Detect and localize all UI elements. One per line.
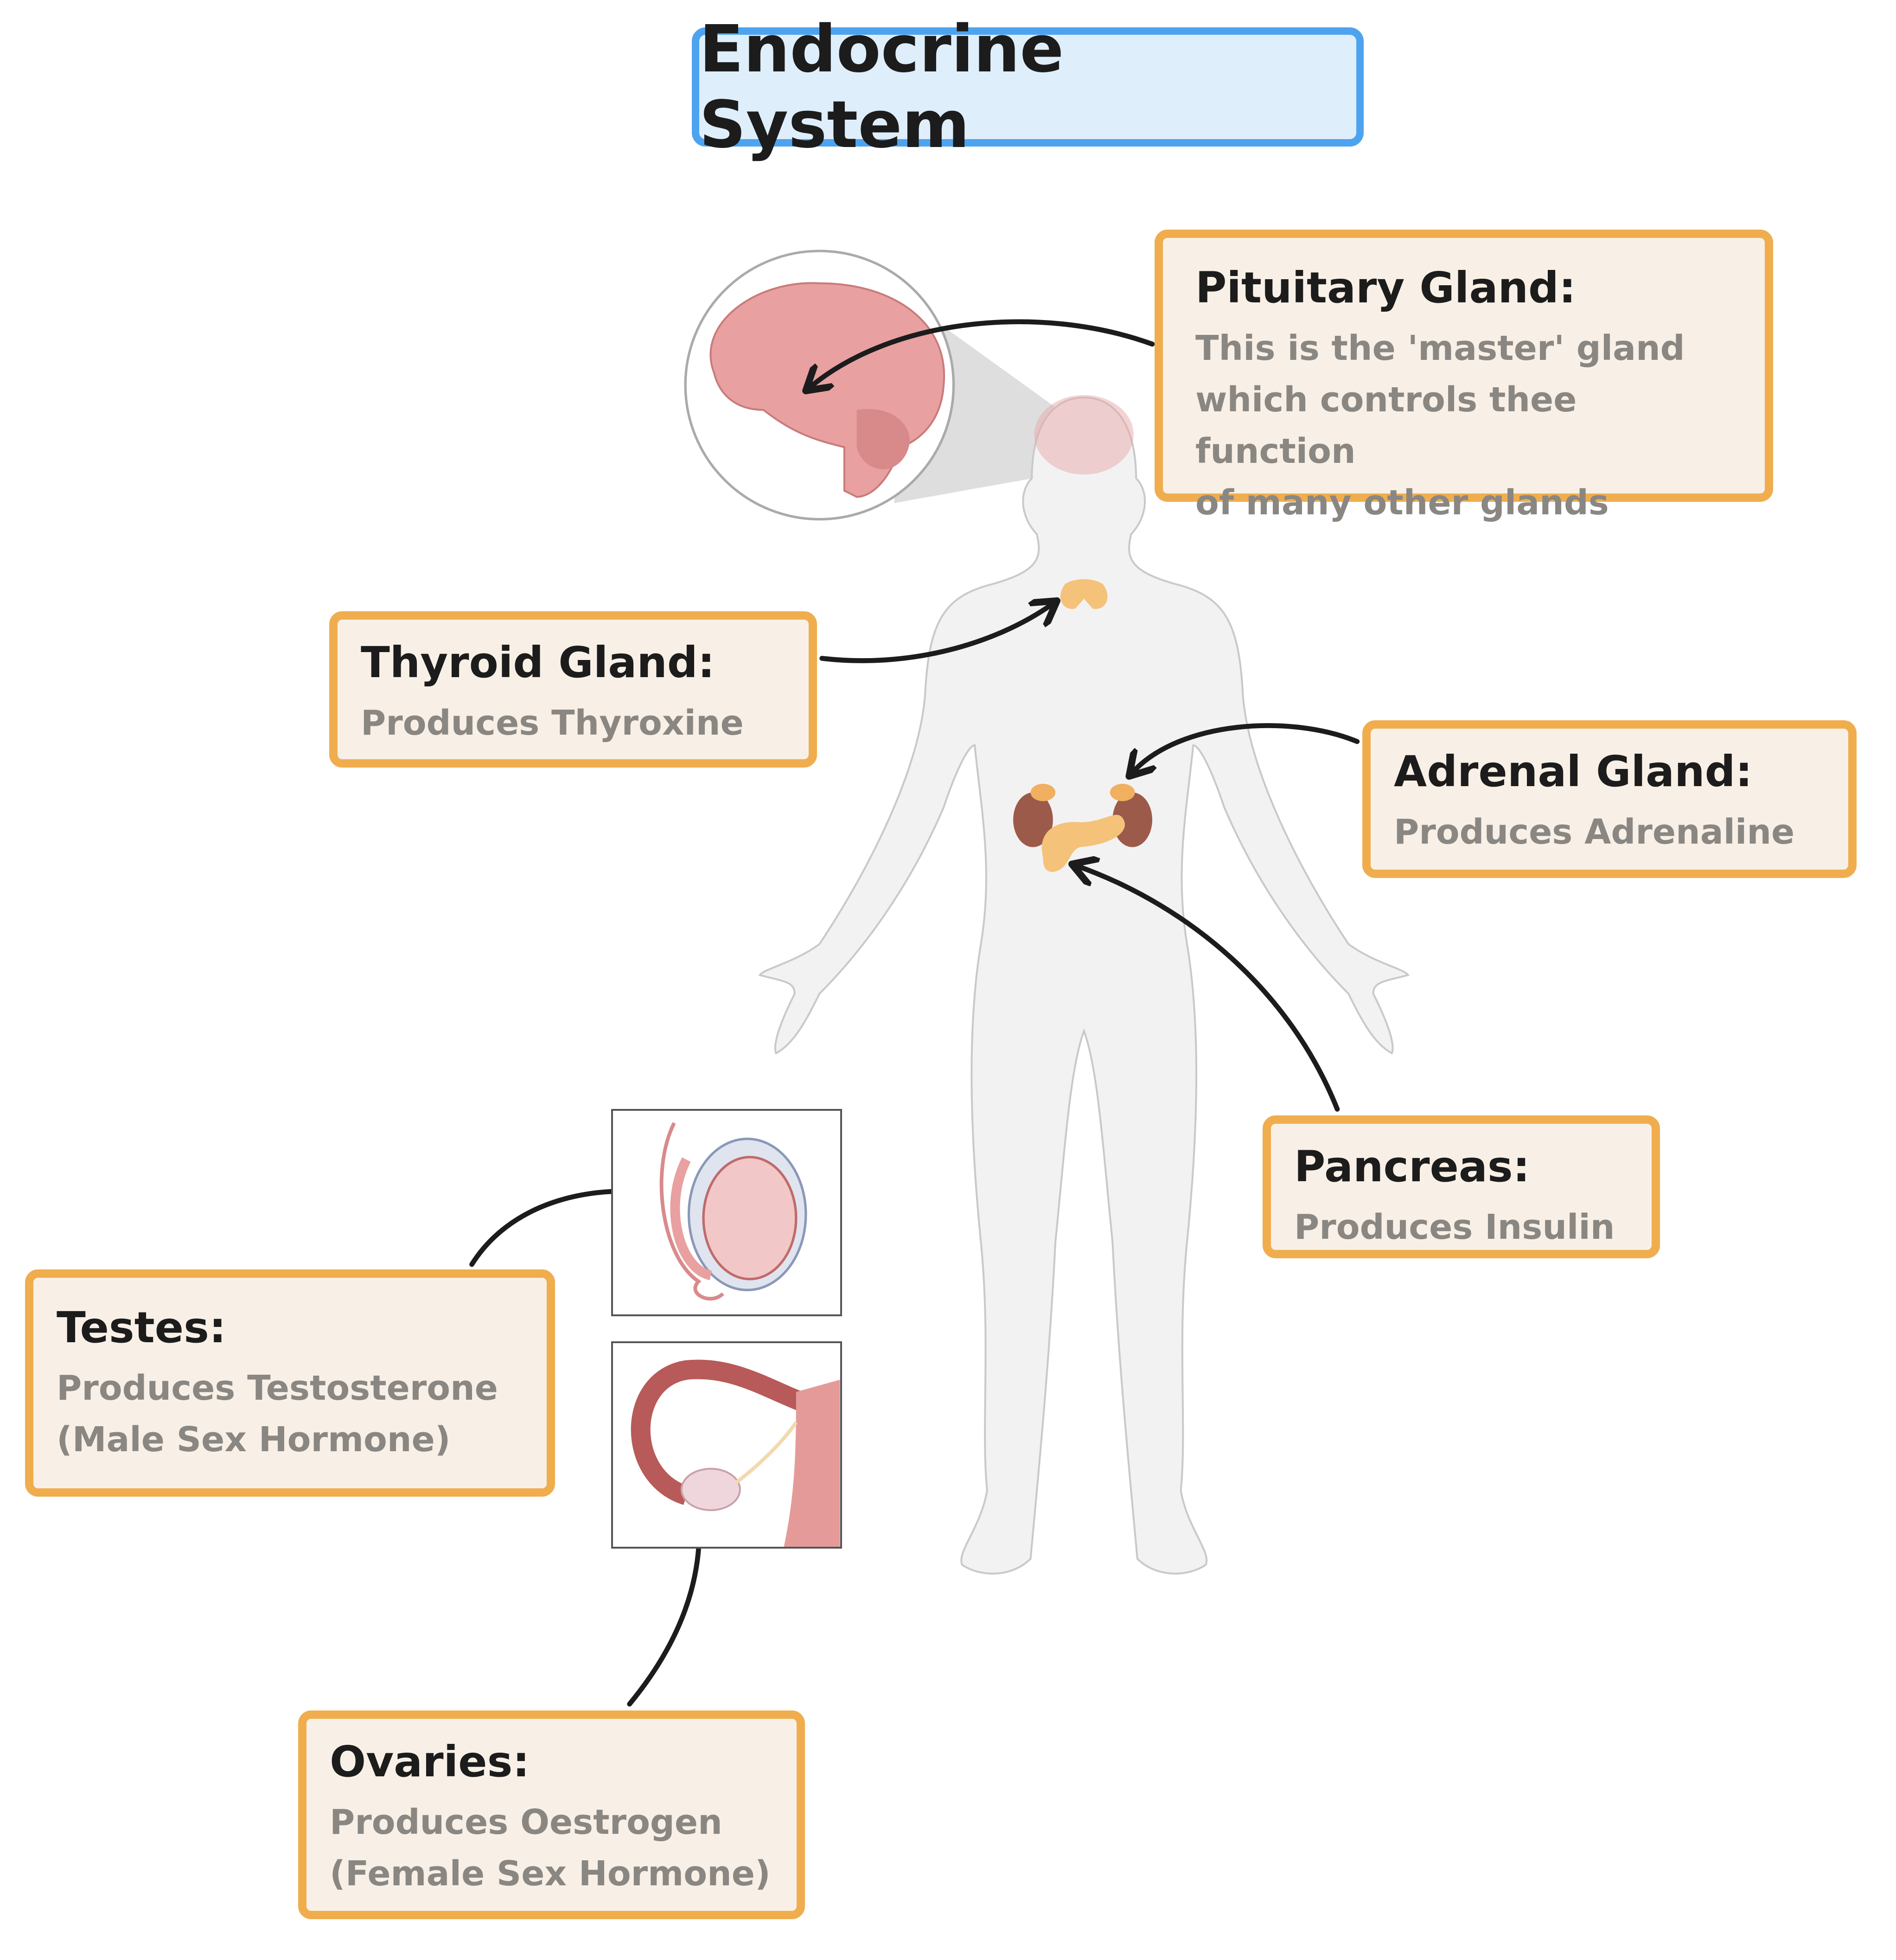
pituitary-gland-card: Pituitary Gland: This is the 'master' gl… xyxy=(1155,230,1773,523)
right-kidney xyxy=(1112,792,1152,847)
left-kidney xyxy=(1013,792,1053,847)
right-adrenal xyxy=(1110,783,1135,801)
ovaries-heading: Ovaries: xyxy=(330,1737,530,1787)
pancreas-card: Pancreas: Produces Insulin xyxy=(1263,1115,1660,1258)
thyroid-gland-card: Thyroid Gland: Produces Thyroxine xyxy=(329,611,817,768)
ovaries-card: Ovaries: Produces Oestrogen (Female Sex … xyxy=(298,1710,805,1919)
adrenal-heading: Adrenal Gland: xyxy=(1394,747,1753,796)
pancreas-desc: Produces Insulin xyxy=(1294,1207,1615,1247)
human-body-figure xyxy=(758,397,1410,1575)
adrenal-gland-card: Adrenal Gland: Produces Adrenaline xyxy=(1362,720,1857,878)
arrow-thyroid xyxy=(819,604,1053,663)
pituitary-desc-line: of many other glands xyxy=(1195,482,1609,523)
page-title: Endocrine System xyxy=(692,12,1364,163)
pituitary-heading: Pituitary Gland: xyxy=(1195,263,1576,313)
thyroid-organ xyxy=(1060,579,1108,609)
testes-inset-image xyxy=(611,1109,842,1316)
ovaries-desc-line: (Female Sex Hormone) xyxy=(330,1853,771,1894)
testes-desc-line: (Male Sex Hormone) xyxy=(57,1419,451,1460)
testis-illustration xyxy=(659,1122,807,1300)
pancreas-heading: Pancreas: xyxy=(1294,1142,1530,1191)
ovary-inset-image xyxy=(611,1341,842,1549)
arrow-adrenal xyxy=(1132,723,1360,772)
arrow-pancreas xyxy=(1077,866,1340,1112)
ovaries-desc-line: Produces Oestrogen xyxy=(330,1802,722,1842)
arrow-pituitary xyxy=(810,319,1155,388)
testes-desc-line: Produces Testosterone xyxy=(57,1368,498,1408)
pituitary-desc-line: which controls thee function xyxy=(1195,379,1577,471)
left-adrenal xyxy=(1030,783,1056,801)
pancreas-organ xyxy=(1041,814,1125,872)
adrenal-desc: Produces Adrenaline xyxy=(1394,812,1795,852)
thyroid-heading: Thyroid Gland: xyxy=(361,638,715,687)
ovary-illustration xyxy=(631,1359,840,1547)
brain-in-head xyxy=(1034,395,1134,475)
thyroid-desc: Produces Thyroxine xyxy=(361,703,744,743)
arrow-ovaries xyxy=(627,1522,699,1707)
testes-card: Testes: Produces Testosterone (Male Sex … xyxy=(25,1269,555,1497)
testes-heading: Testes: xyxy=(57,1303,226,1352)
cerebellum xyxy=(856,409,910,469)
pituitary-desc-line: This is the 'master' gland xyxy=(1195,328,1685,368)
